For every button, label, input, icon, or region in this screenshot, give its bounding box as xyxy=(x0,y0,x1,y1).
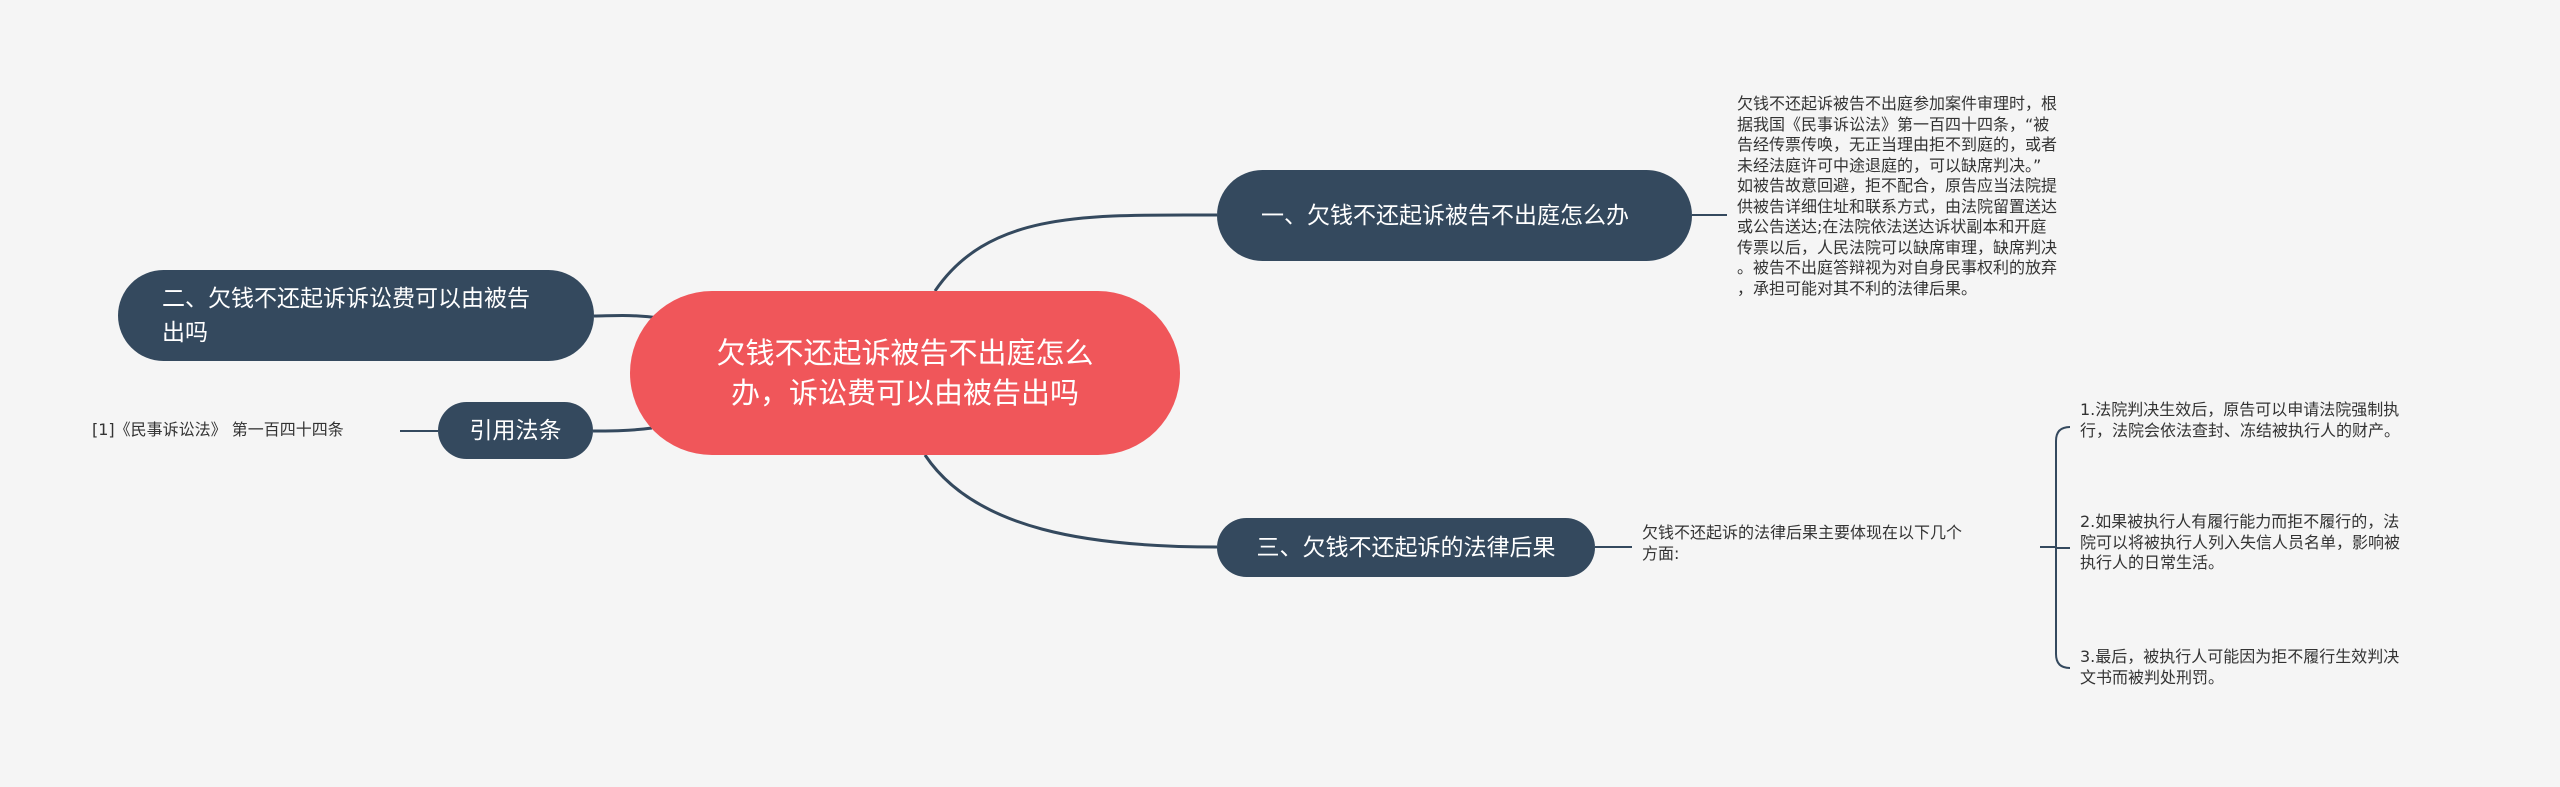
branch-3-intro-text: 欠钱不还起诉的法律后果主要体现在以下几个 方面: xyxy=(1642,523,1963,563)
branch-topic-citation-label: 引用法条 xyxy=(469,417,562,444)
link-root-branch3 xyxy=(923,454,1218,549)
branch-topic-2[interactable]: 二、欠钱不还起诉诉讼费可以由被告出吗 xyxy=(118,270,594,361)
branch-topic-2-label: 二、欠钱不还起诉诉讼费可以由被告出吗 xyxy=(162,285,530,346)
branch-1-detail-text: 欠钱不还起诉被告不出庭参加案件审理时，根 据我国《民事诉讼法》第一百四十四条，“… xyxy=(1737,94,2058,298)
branch-topic-1[interactable]: 一、欠钱不还起诉被告不出庭怎么办 xyxy=(1217,170,1692,261)
link-root-branch1 xyxy=(933,213,1218,292)
link-root-branch4 xyxy=(592,426,653,433)
branch-topic-1-label: 一、欠钱不还起诉被告不出庭怎么办 xyxy=(1261,202,1629,229)
root-topic[interactable]: 欠钱不还起诉被告不出庭怎么办，诉讼费可以由被告出吗 xyxy=(630,291,1180,455)
root-topic-label: 欠钱不还起诉被告不出庭怎么办，诉讼费可以由被告出吗 xyxy=(716,336,1094,410)
children-bracket xyxy=(2052,426,2071,669)
branch-topic-3[interactable]: 三、欠钱不还起诉的法律后果 xyxy=(1217,518,1595,577)
branch-3-child-3: 3.最后，被执行人可能因为拒不履行生效判决 文书而被判处刑罚。 xyxy=(2080,647,2400,687)
citation-reference-text: [1]《民事诉讼法》 第一百四十四条 xyxy=(92,420,344,439)
branch-3-child-1: 1.法院判决生效后，原告可以申请法院强制执 行，法院会依法查封、冻结被执行人的财… xyxy=(2080,400,2401,440)
branch-topic-citation[interactable]: 引用法条 xyxy=(438,402,593,459)
branch-3-child-2: 2.如果被执行人有履行能力而拒不履行的，法 院可以将被执行人列入失信人员名单，影… xyxy=(2080,512,2401,572)
branch-topic-3-label: 三、欠钱不还起诉的法律后果 xyxy=(1256,534,1556,561)
